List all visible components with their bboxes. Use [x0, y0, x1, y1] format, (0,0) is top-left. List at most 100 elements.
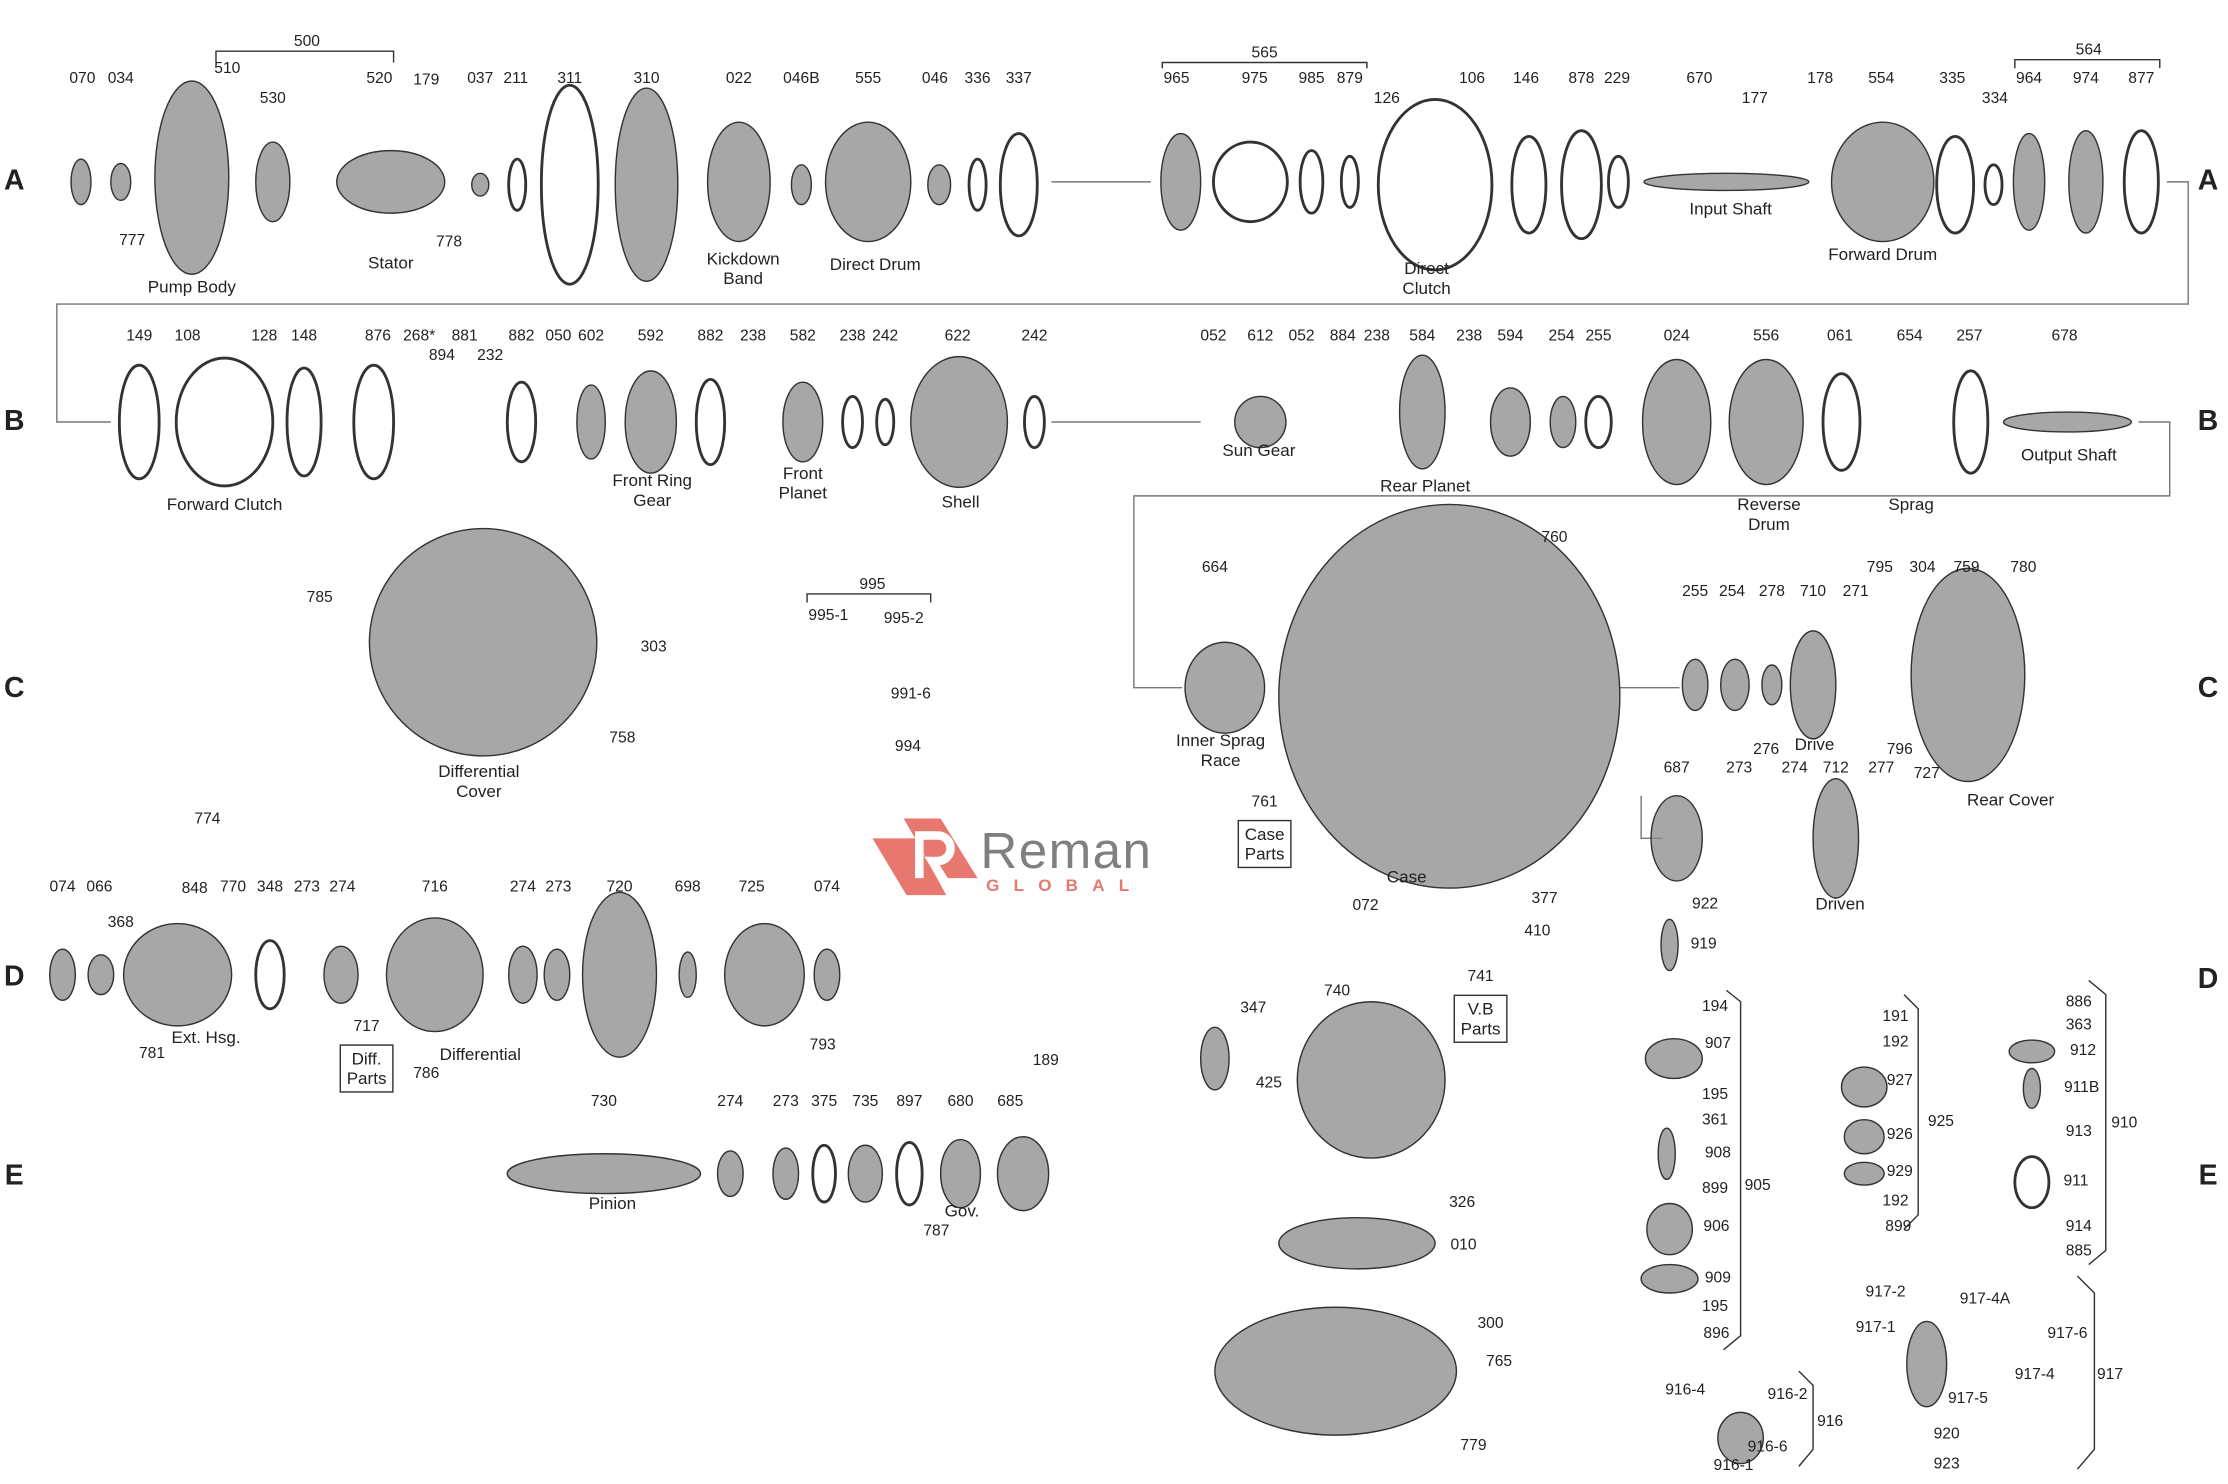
part-name-label: Reverse Drum	[1737, 494, 1801, 535]
part-callout: 556	[1753, 327, 1780, 345]
part-callout: 882	[697, 327, 724, 345]
component-part	[2122, 129, 2160, 235]
part-callout: 336	[964, 70, 991, 88]
logo-name: Reman	[980, 821, 1153, 880]
component-part	[1560, 129, 1603, 241]
component-part	[847, 1144, 884, 1203]
part-callout: 022	[725, 70, 752, 88]
part-callout: 906	[1703, 1218, 1730, 1236]
component-part	[716, 1150, 744, 1198]
component-part	[694, 377, 727, 467]
component-part	[678, 951, 697, 999]
part-callout: 770	[219, 878, 247, 896]
component-part	[967, 157, 988, 212]
part-name-label: Forward Drum	[1828, 244, 1938, 265]
component-part	[706, 121, 771, 243]
logo-mark-icon	[872, 818, 978, 896]
part-callout: 584	[1409, 327, 1436, 345]
part-name-label: Pump Body	[147, 277, 236, 297]
part-callout: 326	[1449, 1194, 1476, 1212]
component-part	[506, 1153, 702, 1195]
part-name-label: Pinion	[588, 1193, 637, 1214]
part-callout: 994	[894, 738, 921, 756]
part-callout: 108	[174, 327, 201, 345]
component-part	[1761, 664, 1783, 706]
part-name-label: Stator	[368, 252, 414, 273]
part-callout: 848	[181, 880, 208, 898]
part-name-label: Kickdown Band	[706, 248, 780, 289]
part-callout: 194	[1701, 998, 1729, 1016]
row-letter: B	[3, 405, 25, 437]
part-callout: 716	[421, 878, 448, 896]
part-callout: 072	[1352, 897, 1379, 915]
part-callout: 024	[1663, 327, 1690, 345]
part-callout: 037	[467, 70, 494, 88]
part-callout: 919	[1690, 935, 1717, 953]
part-callout: 274	[717, 1093, 744, 1111]
part-callout: 582	[789, 327, 816, 345]
row-letter: A	[2197, 165, 2219, 197]
component-part	[254, 939, 286, 1011]
part-callout: 554	[1868, 70, 1895, 88]
part-callout: 192	[1882, 1192, 1909, 1210]
part-callout: 238	[1363, 327, 1390, 345]
component-part	[2008, 1039, 2056, 1064]
part-callout: 337	[1005, 70, 1032, 88]
part-callout: 425	[1255, 1074, 1282, 1092]
part-callout: 927	[1886, 1072, 1913, 1090]
part-name-label: Inner Sprag Race	[1175, 730, 1266, 771]
part-callout: 899	[1885, 1218, 1912, 1236]
part-callout: 274	[1781, 759, 1808, 777]
group-bracket	[306, 50, 395, 63]
reman-global-logo: Reman GLOBAL	[872, 816, 1199, 901]
part-callout: 740	[1324, 982, 1351, 1000]
row-letter: C	[3, 672, 25, 705]
component-part	[1214, 1306, 1458, 1436]
component-part	[1646, 1202, 1694, 1256]
part-callout: 761	[1251, 793, 1278, 811]
component-part	[1234, 395, 1287, 449]
component-part	[154, 80, 230, 275]
part-name-label: Differential Cover	[438, 761, 520, 802]
component-part	[824, 121, 912, 243]
component-part	[49, 948, 77, 1002]
part-group-box: V.B Parts	[1453, 994, 1508, 1043]
part-callout: 010	[1450, 1236, 1477, 1254]
part-callout: 195	[1701, 1297, 1729, 1316]
part-callout: 725	[738, 878, 765, 896]
part-callout: 622	[944, 327, 971, 345]
part-callout: 897	[896, 1093, 923, 1111]
part-callout: 274	[329, 878, 356, 896]
part-callout: 146	[1513, 70, 1540, 88]
part-callout: 916-6	[1747, 1438, 1788, 1456]
component-part	[811, 1143, 837, 1204]
part-name-label: Direct Clutch	[1402, 258, 1451, 299]
component-part	[255, 141, 291, 223]
part-callout: 735	[852, 1093, 879, 1111]
component-part	[614, 87, 679, 283]
part-callout: 148	[291, 327, 318, 345]
group-bracket	[2014, 58, 2161, 69]
component-part	[576, 384, 607, 460]
part-callout: 255	[1682, 583, 1709, 601]
component-part	[1339, 154, 1360, 209]
component-part	[2002, 411, 2133, 433]
part-callout: 710	[1800, 583, 1827, 601]
part-callout: 780	[2010, 559, 2037, 577]
part-callout: 255	[1585, 327, 1612, 345]
part-callout: 368	[107, 914, 134, 932]
component-part	[790, 164, 813, 206]
part-name-label: Case	[1386, 866, 1427, 887]
part-callout: 300	[1477, 1315, 1504, 1333]
part-callout: 276	[1753, 740, 1780, 759]
part-callout: 916	[1817, 1413, 1844, 1431]
part-callout: 363	[2065, 1016, 2092, 1034]
part-callout: 922	[1692, 895, 1719, 913]
part-callout: 786	[413, 1064, 440, 1083]
part-callout: 975	[1241, 70, 1268, 88]
part-name-label: Gov.	[944, 1200, 980, 1221]
part-name-label: Front Ring Gear	[612, 470, 693, 511]
part-callout: 304	[1909, 559, 1936, 577]
part-callout: 912	[2069, 1042, 2097, 1060]
part-callout: 303	[640, 638, 667, 656]
